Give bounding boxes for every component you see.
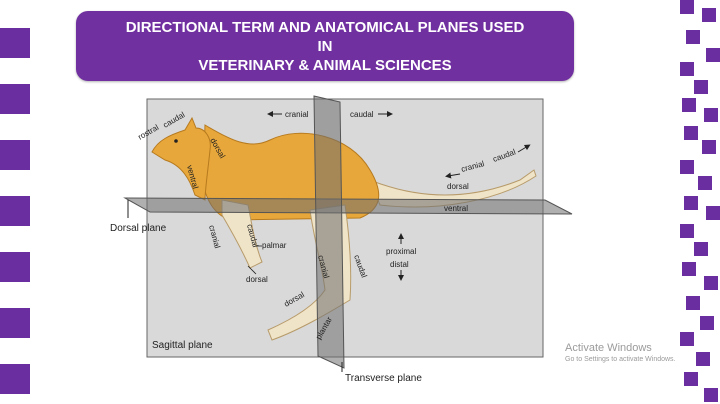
watermark-line-2: Go to Settings to activate Windows. xyxy=(565,356,676,363)
dorsal-plane xyxy=(123,197,573,215)
kangaroo-head xyxy=(151,116,211,201)
checker-square xyxy=(0,196,30,226)
title-line-2: IN xyxy=(317,37,333,55)
label-dorsal-hand: dorsal xyxy=(246,275,268,284)
label-dorsal-tail: dorsal xyxy=(447,182,469,191)
watermark-line-1: Activate Windows xyxy=(565,342,652,354)
label-ventral-tail: ventral xyxy=(444,204,468,213)
checker-square xyxy=(0,28,30,58)
right-decorative-strip xyxy=(680,0,720,404)
label-proximal: proximal xyxy=(386,247,416,256)
arrow-cranial-tail xyxy=(445,172,461,179)
checker-square xyxy=(0,308,30,338)
label-dorsal-plane: Dorsal plane xyxy=(110,223,167,234)
title-line-1: DIRECTIONAL TERM AND ANATOMICAL PLANES U… xyxy=(125,18,525,36)
checker-square xyxy=(0,252,30,282)
label-distal: distal xyxy=(390,260,409,269)
checker-square xyxy=(0,140,30,170)
checker-square xyxy=(0,364,30,394)
leader-dorsal-hand xyxy=(247,265,257,275)
transverse-plane xyxy=(313,95,345,369)
arrow-caudal-tail xyxy=(517,144,531,153)
label-cranial-top: cranial xyxy=(285,110,309,119)
kangaroo-eye xyxy=(174,139,178,143)
title-line-3: VETERINARY & ANIMAL SCIENCES xyxy=(198,56,452,74)
kangaroo-arm xyxy=(221,199,263,269)
checker-square xyxy=(0,84,30,114)
label-transverse-plane: Transverse plane xyxy=(345,373,422,384)
left-decorative-strip xyxy=(0,0,36,404)
label-palmar: palmar xyxy=(262,241,287,250)
label-sagittal-plane: Sagittal plane xyxy=(152,340,213,351)
title-banner: DIRECTIONAL TERM AND ANATOMICAL PLANES U… xyxy=(76,11,574,81)
activate-windows-watermark: Activate Windows Go to Settings to activ… xyxy=(565,342,676,363)
label-caudal-top: caudal xyxy=(350,110,374,119)
